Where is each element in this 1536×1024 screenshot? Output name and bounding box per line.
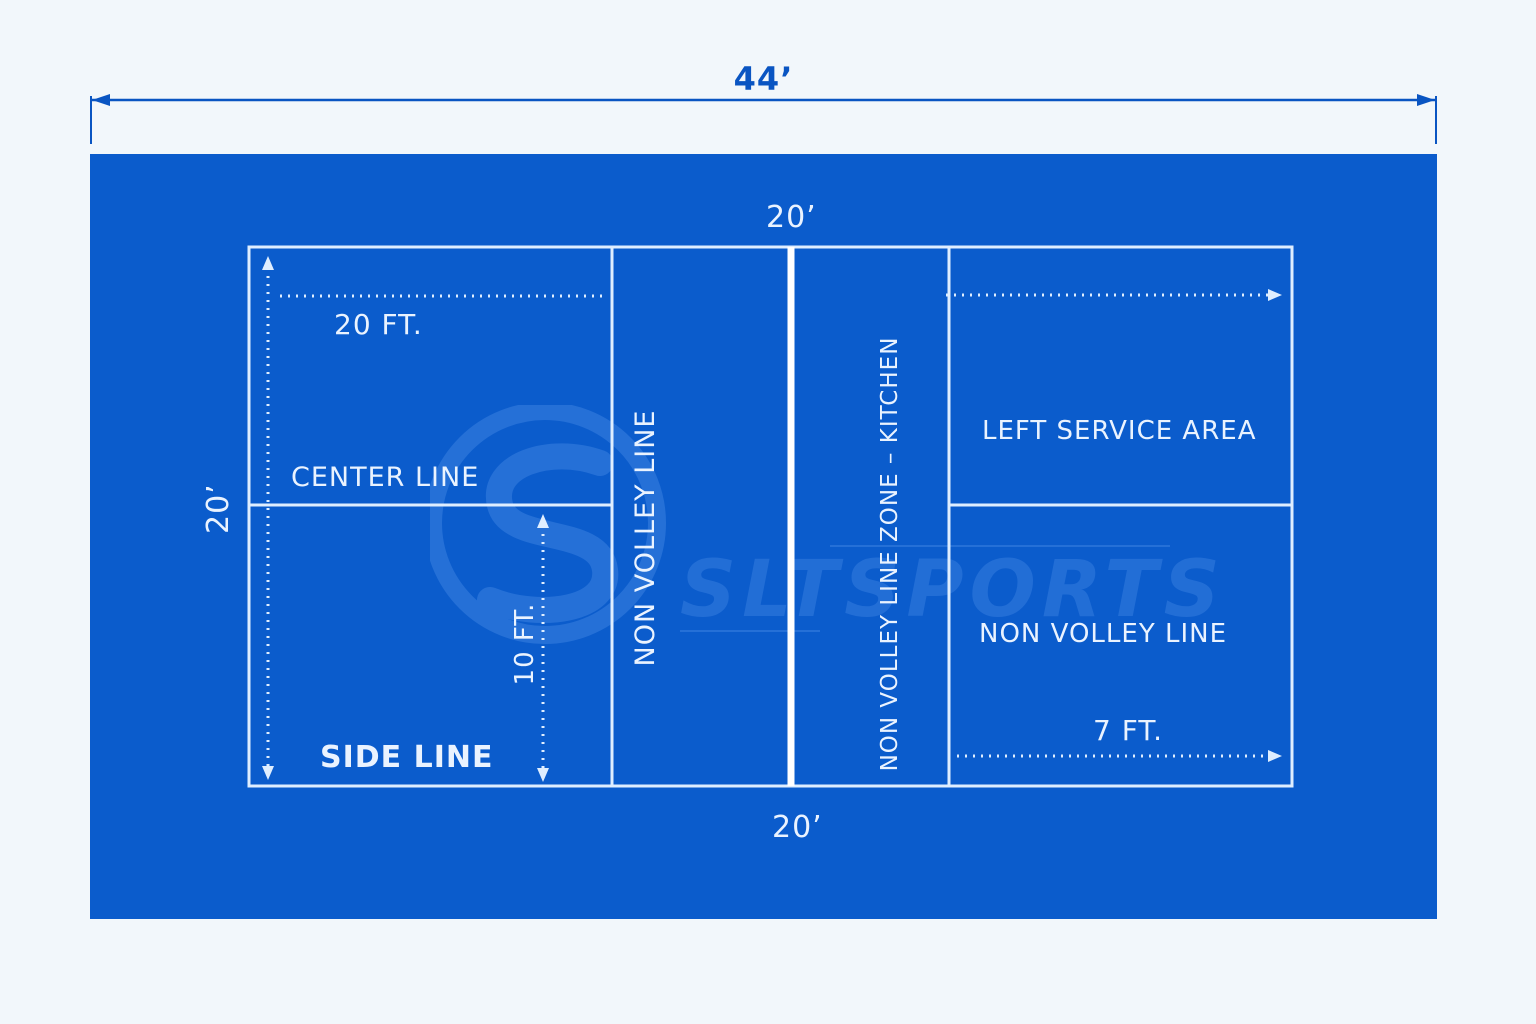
non-volley-zone-kitchen-label: NON VOLLEY LINE ZONE – KITCHEN: [877, 336, 903, 772]
arrowhead-right-icon: [1268, 289, 1282, 301]
left-service-area-label: LEFT SERVICE AREA: [982, 416, 1257, 446]
arrowhead-down-icon: [537, 768, 549, 782]
non-volley-line-right-label: NON VOLLEY LINE: [979, 619, 1227, 649]
court-height-label: 20’: [201, 483, 236, 534]
watermark-logo-icon: [430, 405, 1170, 644]
arrowhead-up-icon: [537, 514, 549, 528]
non-volley-line-vertical-label: NON VOLLEY LINE: [630, 409, 661, 667]
court-boundary: [247, 245, 1294, 788]
seven-ft-label: 7 FT.: [1093, 714, 1164, 747]
twenty-ft-label: 20 FT.: [334, 308, 423, 341]
total-width-arrow: [90, 94, 1437, 144]
total-width-dimension: 44’: [90, 60, 1437, 144]
side-line-label: SIDE LINE: [320, 740, 494, 775]
court-width-top-label: 20’: [766, 200, 817, 235]
arrowhead-up-icon: [262, 256, 274, 270]
ten-ft-label: 10 FT.: [510, 602, 540, 686]
court-width-bottom-label: 20’: [772, 810, 823, 845]
total-width-label: 44’: [733, 60, 794, 98]
court-surface: [90, 154, 1437, 919]
arrowhead-down-icon: [262, 766, 274, 780]
arrowhead-right-icon: [1268, 750, 1282, 762]
center-line-label: CENTER LINE: [291, 462, 480, 493]
